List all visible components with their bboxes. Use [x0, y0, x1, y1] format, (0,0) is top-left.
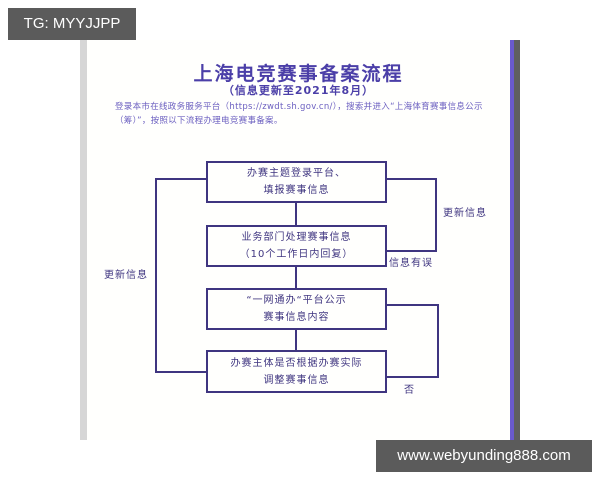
flow-step-2: 业务部门处理赛事信息 （10个工作日内回复） — [206, 225, 387, 267]
label-update-info-right: 更新信息 — [443, 208, 487, 219]
loop-right-vertical — [435, 178, 437, 252]
loop-no-vertical — [437, 304, 439, 378]
page-title: 上海电竞赛事备案流程 — [193, 63, 404, 85]
flow-step-4: 办赛主体是否根据办赛实际 调整赛事信息 — [206, 350, 387, 393]
loop-right-top — [386, 178, 436, 180]
flow-step-4-line2: 调整赛事信息 — [263, 374, 330, 386]
card-left-shadow — [80, 40, 87, 440]
page-subtitle: （信息更新至2021年8月） — [222, 84, 375, 97]
label-no: 否 — [404, 385, 415, 396]
label-update-info-left: 更新信息 — [104, 270, 148, 281]
flow-step-3-line2: 赛事信息内容 — [263, 312, 330, 323]
flow-step-1: 办赛主题登录平台、 填报赛事信息 — [206, 161, 387, 203]
watermark-top-left: TG: MYYJJPP — [8, 8, 136, 40]
connector-2-3 — [295, 266, 297, 288]
loop-left-top — [155, 178, 207, 180]
card-right-shadow — [514, 40, 520, 440]
loop-left-vertical — [155, 178, 157, 373]
loop-no-top — [386, 304, 438, 306]
intro-text: 登录本市在线政务服务平台（https://zwdt.sh.gov.cn/），搜索… — [115, 102, 483, 126]
flow-step-1-line1: 办赛主题登录平台、 — [247, 168, 346, 179]
watermark-bottom-right: www.webyunding888.com — [376, 440, 592, 472]
loop-right-bottom — [386, 250, 437, 252]
flow-step-3: “一网通办“平台公示 赛事信息内容 — [206, 288, 387, 330]
flow-step-1-line2: 填报赛事信息 — [263, 185, 330, 196]
flow-step-2-line2: （10个工作日内回复） — [239, 249, 354, 260]
flow-step-2-line1: 业务部门处理赛事信息 — [241, 232, 352, 243]
loop-left-bottom — [155, 371, 207, 373]
flow-step-4-line1: 办赛主体是否根据办赛实际 — [230, 357, 363, 369]
card-right-border — [510, 40, 514, 440]
flow-step-3-line1: “一网通办“平台公示 — [246, 295, 347, 306]
label-info-error: 信息有误 — [389, 258, 433, 269]
connector-1-2 — [295, 202, 297, 226]
connector-3-4 — [295, 328, 297, 350]
loop-no-bottom — [386, 376, 439, 378]
